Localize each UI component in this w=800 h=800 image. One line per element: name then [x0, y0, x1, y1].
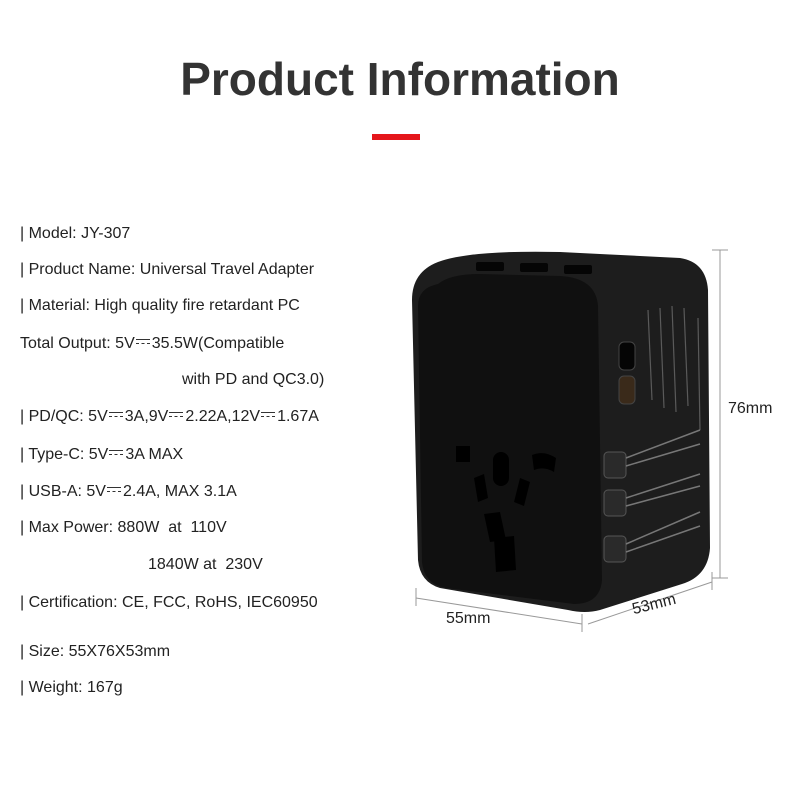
page-title: Product Information — [180, 53, 620, 105]
spec-material: | Material: High quality fire retardant … — [20, 297, 300, 315]
spec-label: Total Output: — [20, 335, 111, 352]
spec-label: | Type-C: — [20, 446, 85, 463]
spec-type-c: | Type-C: 5V 3A MAX — [20, 446, 183, 464]
spec-value: 2.4A, MAX 3.1A — [122, 483, 237, 500]
spec-label: | Max Power: — [20, 519, 114, 536]
spec-voltage: 5V — [88, 408, 108, 425]
spec-value: 2.22A,12V — [185, 408, 261, 425]
spec-certification: | Certification: CE, FCC, RoHS, IEC60950 — [20, 594, 318, 612]
spec-label: | Model: — [20, 225, 77, 242]
spec-label: | Certification: — [20, 594, 118, 611]
dc-symbol-icon — [109, 449, 124, 458]
spec-value: CE, FCC, RoHS, IEC60950 — [121, 594, 318, 611]
spec-label: | Material: — [20, 297, 90, 314]
spec-value: 55X76X53mm — [68, 643, 171, 660]
dimension-lines — [415, 249, 728, 632]
spec-label: | Size: — [20, 643, 65, 660]
title-underline — [372, 134, 420, 140]
dimension-height-label: 76mm — [728, 400, 773, 417]
spec-value: 3A,9V — [124, 408, 169, 425]
dc-symbol-icon — [169, 411, 184, 420]
spec-max-power: | Max Power: 880W at 110V — [20, 519, 227, 537]
spec-model: | Model: JY-307 — [20, 225, 130, 243]
spec-total-output-continuation: with PD and QC3.0) — [182, 371, 325, 388]
spec-value: High quality fire retardant PC — [94, 297, 300, 314]
dc-symbol-icon — [106, 486, 121, 495]
spec-label: | Weight: — [20, 679, 83, 696]
spec-voltage: 5V — [86, 483, 106, 500]
spec-pd-qc: | PD/QC: 5V 3A,9V 2.22A,12V 1.67A — [20, 408, 319, 426]
spec-usb-a: | USB-A: 5V 2.4A, MAX 3.1A — [20, 483, 237, 501]
spec-value: 880W at 110V — [117, 519, 227, 536]
spec-label: | USB-A: — [20, 483, 82, 500]
spec-product-name: | Product Name: Universal Travel Adapter — [20, 261, 314, 279]
spec-value: 35.5W(Compatible — [151, 335, 285, 352]
spec-value: Universal Travel Adapter — [139, 261, 315, 278]
spec-label: | Product Name: — [20, 261, 136, 278]
spec-size: | Size: 55X76X53mm — [20, 643, 170, 661]
spec-total-output: Total Output: 5V 35.5W(Compatible — [20, 335, 284, 353]
spec-max-power-continuation: 1840W at 230V — [148, 556, 263, 573]
spec-voltage: 5V — [88, 446, 109, 463]
spec-value: 167g — [87, 679, 123, 696]
dc-symbol-icon — [135, 338, 150, 347]
spec-label: | PD/QC: — [20, 408, 84, 425]
adapter-body — [412, 251, 710, 612]
spec-value: 3A MAX — [125, 446, 184, 463]
dimension-width-label: 55mm — [446, 610, 491, 627]
spec-value: JY-307 — [81, 225, 131, 242]
dc-symbol-icon — [261, 411, 276, 420]
spec-voltage: 5V — [115, 335, 135, 352]
spec-value: 1.67A — [277, 408, 319, 425]
dc-symbol-icon — [108, 411, 123, 420]
spec-weight: | Weight: 167g — [20, 679, 123, 697]
